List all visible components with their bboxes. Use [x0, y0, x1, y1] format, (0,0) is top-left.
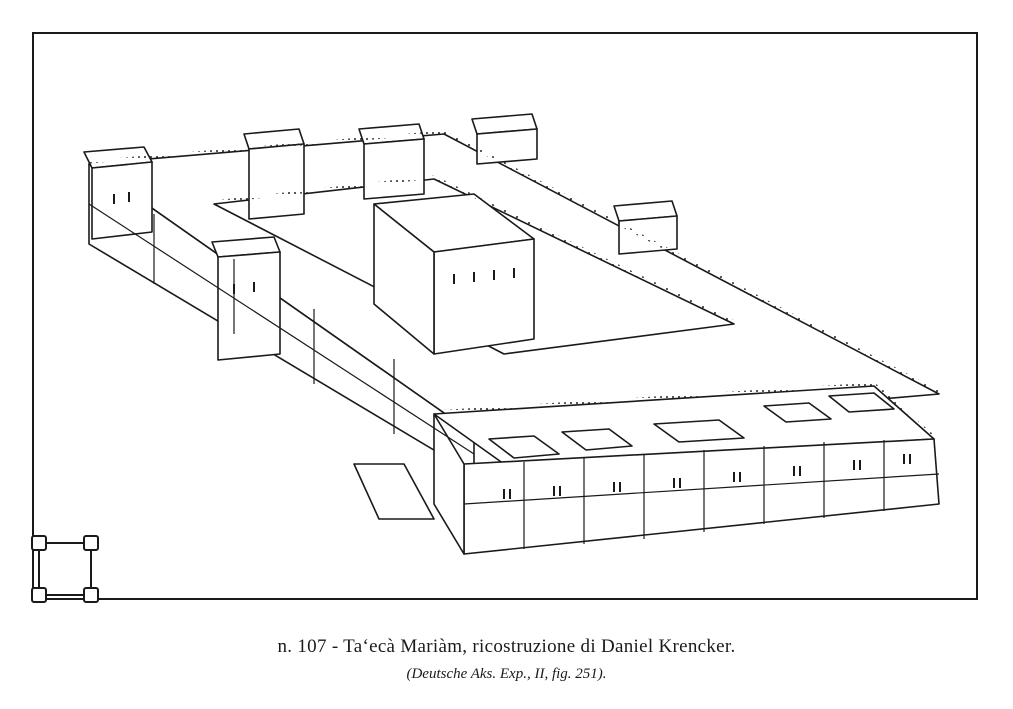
skylight-2: [561, 428, 633, 451]
tower-rear-left-face: [91, 161, 153, 240]
skylight-3: [653, 419, 745, 443]
palace-reconstruction-drawing: [83, 113, 940, 555]
tower-rear-face: [363, 138, 425, 200]
entrance-staircase: [353, 463, 435, 520]
tower-rear-right-face: [476, 128, 538, 165]
figure-source-citation: (Deutsche Aks. Exp., II, fig. 251).: [406, 666, 607, 682]
corner-tower-plan-icon: [31, 535, 99, 603]
skylight-1: [488, 435, 560, 459]
tower-right-face: [618, 215, 678, 255]
central-keep-side: [373, 203, 435, 355]
tower-front-left-face: [248, 143, 305, 220]
front-block-side: [433, 413, 465, 555]
figure-caption: n. 107 - Taʻecà Mariàm, ricostruzione di…: [277, 636, 736, 657]
figure-frame: [32, 32, 978, 600]
skylight-4: [763, 402, 832, 423]
central-keep-front: [433, 238, 535, 355]
skylight-5: [828, 392, 895, 413]
tower-left-face: [217, 251, 281, 361]
